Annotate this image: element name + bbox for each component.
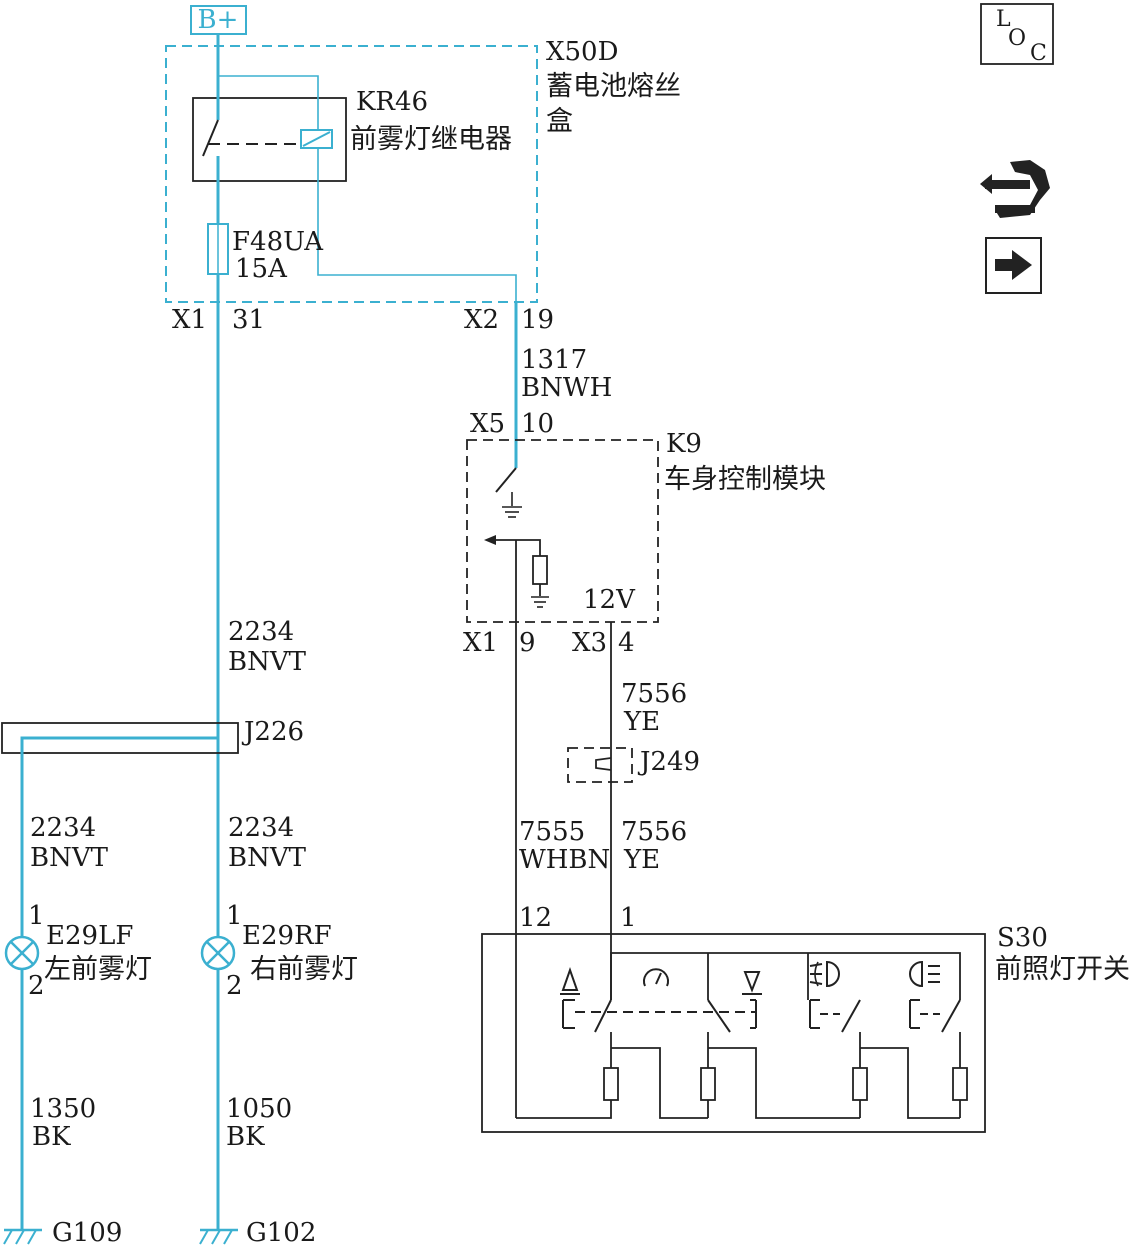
k9-in-conn: X5	[470, 409, 505, 439]
wire-2234-left-num: 2234	[30, 813, 96, 843]
lamp-right-pin1: 1	[226, 901, 243, 931]
splice-j226-id: J226	[241, 717, 304, 747]
wire-1350-num: 1350	[30, 1094, 96, 1124]
connector-j249-id: J249	[637, 747, 700, 777]
location-icon: L O C	[980, 3, 1054, 66]
x50d-name-line1: 蓄电池熔丝	[546, 71, 681, 102]
k9-out1-pin: 9	[519, 628, 536, 658]
switch-resistor-ladder	[516, 1032, 968, 1119]
k9-ground-icon	[502, 506, 522, 518]
k9-out2-pin: 4	[618, 628, 635, 658]
wire-1050-num: 1050	[226, 1094, 292, 1124]
wire-2234-main-num: 2234	[228, 617, 294, 647]
svg-text:L: L	[996, 7, 1011, 32]
switch-low-beam-icon	[742, 971, 762, 995]
wire-7556-top-num: 7556	[621, 679, 687, 709]
s30-id: S30	[997, 923, 1048, 953]
lamp-right-name: 右前雾灯	[250, 954, 358, 985]
k9-module-outline	[466, 439, 659, 623]
x50d-pin-a-conn: X1	[172, 305, 207, 335]
connector-j249-outline	[567, 747, 633, 783]
kr46-name: 前雾灯继电器	[350, 124, 512, 155]
wire-2234-left-color: BNVT	[30, 843, 109, 873]
lamp-left-pin2: 2	[28, 971, 45, 1001]
lamp-left-pin1: 1	[28, 901, 45, 931]
lamp-right-icon	[200, 935, 236, 971]
lamp-left-id: E29LF	[46, 921, 133, 951]
lamp-left-icon	[4, 935, 40, 971]
s30-pin-a: 12	[519, 903, 552, 933]
x50d-pin-b-conn: X2	[464, 305, 499, 335]
svg-text:O: O	[1008, 26, 1026, 51]
k9-resistor-ground-icon	[531, 596, 549, 608]
k9-voltage: 12V	[583, 585, 636, 615]
fuse-rating: 15A	[235, 254, 288, 284]
wire-7555-num: 7555	[519, 817, 585, 847]
navigation-arrow-icon	[985, 237, 1042, 294]
kr46-relay-box	[192, 97, 347, 182]
wire-1050-color: BK	[226, 1122, 265, 1152]
wire-coil-feed	[218, 75, 319, 130]
wire-7556-bot-num: 7556	[621, 817, 687, 847]
k9-out1-conn: X1	[463, 628, 498, 658]
kr46-id: KR46	[356, 87, 428, 117]
ground-left-id: G109	[52, 1218, 122, 1246]
lamp-right-pin2: 2	[226, 971, 243, 1001]
power-b-plus-label: B+	[198, 5, 239, 35]
ground-left-icon	[3, 1228, 42, 1245]
k9-input-switch-icon	[495, 467, 517, 493]
wire-7556-bot-color: YE	[623, 845, 660, 875]
s30-switch-box	[481, 933, 986, 1133]
wire-1350-color: BK	[32, 1122, 71, 1152]
x50d-id: X50D	[546, 37, 618, 67]
switch-front-fog-icon	[809, 960, 840, 988]
connector-j249-icon	[595, 757, 612, 771]
k9-name: 车身控制模块	[664, 464, 826, 495]
fuse-id: F48UA	[232, 227, 324, 257]
wire-7556-top-color: YE	[623, 707, 660, 737]
splice-j226-bar	[1, 722, 239, 754]
switch-auto-icon	[643, 968, 669, 987]
k9-in-pin: 10	[521, 409, 554, 439]
switch-rear-fog-icon	[909, 960, 940, 988]
svg-text:C: C	[1030, 41, 1047, 66]
relay-coil-icon	[300, 129, 333, 149]
s30-name: 前照灯开关	[995, 954, 1130, 985]
wire-1317-color: BNWH	[521, 373, 612, 403]
x50d-pin-b-num: 19	[521, 305, 554, 335]
k9-input-arrow-icon	[484, 535, 496, 545]
x50d-fuse-box-outline	[165, 45, 538, 303]
k9-out2-conn: X3	[572, 628, 607, 658]
relay-contact-icon	[202, 119, 219, 157]
connector-view-icon	[980, 160, 1050, 218]
lamp-left-name: 左前雾灯	[44, 954, 152, 985]
k9-id: K9	[666, 429, 702, 459]
wire-2234-main-color: BNVT	[228, 647, 307, 677]
ground-right-icon	[199, 1228, 238, 1245]
wire-1317-num: 1317	[521, 345, 587, 375]
k9-pulldown-resistor-icon	[532, 555, 548, 585]
wire-2234-right-num: 2234	[228, 813, 294, 843]
ground-right-id: G102	[246, 1218, 316, 1246]
wire-coil-return	[317, 148, 517, 302]
wire-2234-left	[20, 736, 218, 1230]
x50d-pin-a-num: 31	[232, 305, 265, 335]
switch-contacts	[562, 999, 961, 1033]
wire-7555-color: WHBN	[519, 845, 610, 875]
x50d-name-line2: 盒	[546, 106, 573, 137]
s30-pin-b: 1	[620, 903, 637, 933]
switch-park-icon	[560, 966, 580, 995]
wire-2234-right-color: BNVT	[228, 843, 307, 873]
lamp-right-id: E29RF	[242, 921, 332, 951]
